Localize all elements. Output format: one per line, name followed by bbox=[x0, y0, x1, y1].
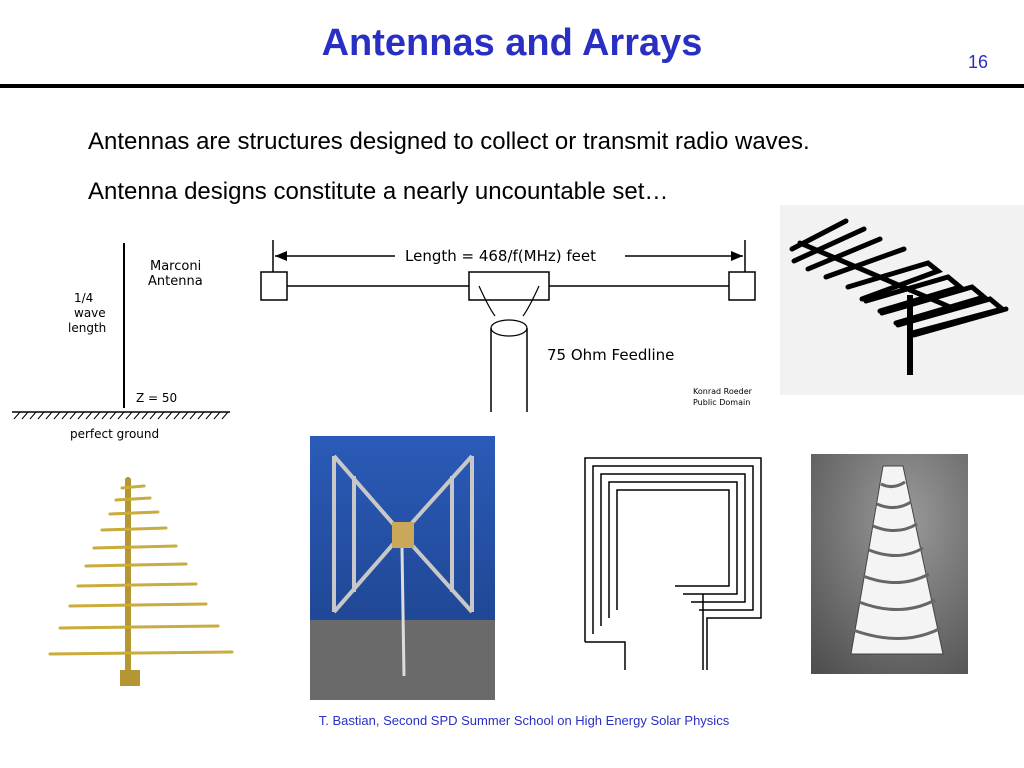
wave-label: wave bbox=[74, 306, 106, 320]
quarter-label: 1/4 bbox=[74, 291, 93, 305]
ground-label: perfect ground bbox=[70, 427, 159, 441]
title-divider bbox=[0, 84, 1024, 88]
center-insulator bbox=[468, 271, 550, 301]
feedline-label: 75 Ohm Feedline bbox=[547, 346, 674, 364]
length-label: length bbox=[68, 321, 106, 335]
length-formula: Length = 468/f(MHz) feet bbox=[405, 247, 596, 265]
body-line-1: Antennas are structures designed to coll… bbox=[88, 128, 810, 155]
right-insulator bbox=[728, 271, 756, 301]
bowtie-antenna-image bbox=[310, 436, 495, 700]
credit-license: Public Domain bbox=[693, 398, 750, 407]
marconi-antenna-diagram: Marconi Antenna 1/4 wave length Z = 50 p… bbox=[12, 243, 230, 441]
square-spiral-antenna-diagram bbox=[584, 457, 762, 670]
marconi-label: Marconi bbox=[150, 259, 201, 274]
credit-author: Konrad Roeder bbox=[693, 387, 753, 396]
antenna-label: Antenna bbox=[148, 274, 203, 289]
impedance-label: Z = 50 bbox=[136, 391, 177, 405]
left-insulator bbox=[260, 271, 288, 301]
body-line-2: Antenna designs constitute a nearly unco… bbox=[88, 178, 669, 205]
yagi-antenna-image bbox=[780, 205, 1024, 395]
log-periodic-antenna-image bbox=[48, 477, 234, 686]
slide-footer: T. Bastian, Second SPD Summer School on … bbox=[318, 713, 730, 728]
conical-spiral-antenna-image bbox=[811, 454, 968, 674]
slide-title: Antennas and Arrays bbox=[321, 22, 703, 64]
slide-number: 16 bbox=[967, 52, 988, 72]
ground-hatching bbox=[13, 411, 229, 420]
dipole-antenna-diagram: Length = 468/f(MHz) feet 75 Ohm Feedline… bbox=[260, 240, 756, 412]
